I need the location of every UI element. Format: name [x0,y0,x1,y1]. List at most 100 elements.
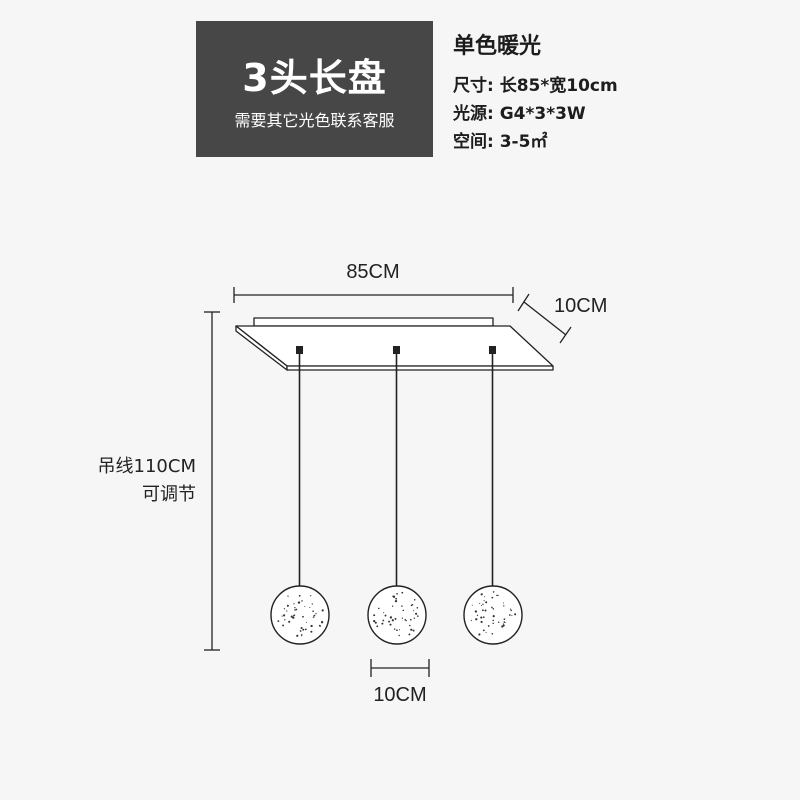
speckle-dot [374,621,377,624]
speckle-dot [283,614,286,617]
globe-dimension [370,659,430,677]
speckle-dot [474,610,478,613]
speckle-dot [286,610,288,612]
globe-speckle-texture [277,591,517,637]
depth-dimension [517,293,572,344]
speckle-dot [304,628,307,631]
speckle-dot [282,624,285,627]
speckle-dot [394,617,396,620]
speckle-dot [484,609,487,612]
canopy-plate [235,317,554,371]
cable-length-label: 吊线110CM [98,456,196,477]
speckle-dot [401,605,403,607]
speckle-dot [480,616,483,619]
speckle-dot [413,617,415,619]
speckle-dot [405,620,407,622]
cable-length-dimension [204,311,220,651]
speckle-dot [393,628,396,630]
speckle-dot [483,600,485,602]
speckle-dot [388,620,391,623]
product-title: 3头长盘 [242,56,387,100]
speckle-dot [401,591,404,594]
speckle-dot [478,633,481,636]
pendant-left [270,346,330,645]
speckle-dot [497,594,499,597]
cable-connector [489,346,496,354]
speckle-dot [409,624,411,627]
speckle-dot [295,608,298,611]
speckle-dot [510,608,512,610]
speckle-dot [482,629,485,632]
speckle-dot [412,629,415,632]
speckle-dot [309,606,311,609]
speckle-dot [391,619,394,622]
speckle-dot [480,620,483,624]
speckle-dot [283,608,286,610]
speckle-dot [398,629,401,631]
glass-globe [463,585,523,645]
speckle-dot [471,604,473,606]
pendant-right [463,346,523,645]
speckle-dot [312,616,315,618]
width-dimension [233,287,514,303]
speckle-dot [475,618,478,621]
product-subtitle: 需要其它光色联系客服 [234,111,395,130]
speckle-dot [413,599,416,601]
speckle-dot [501,625,504,628]
speckle-dot [480,593,483,596]
spec-heading: 单色暖光 [453,34,542,59]
speckle-dot [373,614,376,617]
speckle-dot [315,612,317,615]
speckle-dot [401,617,404,619]
speckle-dot [496,594,498,597]
speckle-dot [389,616,393,619]
speckle-dot [410,628,413,631]
speckle-dot [383,612,385,614]
speckle-dot [416,615,419,617]
speckle-dot [290,615,293,618]
speckle-dot [302,628,305,631]
speckle-dot [394,599,398,603]
speckle-dot [294,607,296,609]
speckle-dot [392,595,396,598]
globe-diameter-label: 10CM [373,684,426,706]
speckle-dot [396,592,398,595]
width-label: 85CM [346,261,399,283]
speckle-dot [491,596,494,599]
speckle-dot [481,609,484,612]
speckle-dot [395,597,397,600]
speckle-dot [294,609,296,611]
speckle-dot [286,604,289,607]
speckle-dot [304,605,306,607]
speckle-dot [411,604,414,606]
speckle-dot [301,600,303,602]
speckle-dot [510,609,512,612]
speckle-dot [297,601,301,604]
speckle-dot [413,610,415,612]
speckle-dot [503,605,505,607]
pendant-middle [367,346,427,645]
cable-connector [296,346,303,354]
speckle-dot [305,621,307,623]
spec-panel: 单色暖光 尺寸: 长85*宽10cm 光源: G4*3*3W 空间: 3-5㎡ [453,28,618,156]
speckle-dot [502,623,504,625]
speckle-dot [492,622,494,625]
speckle-dot [508,614,511,616]
depth-label: 10CM [554,295,607,317]
speckle-dot [484,596,486,598]
speckle-dot [381,622,384,625]
speckle-dot [287,595,289,597]
speckle-dot [485,601,488,604]
cable-connector [393,346,400,354]
speckle-dot [300,626,303,630]
speckle-dot [391,605,394,607]
speckle-dot [476,614,479,616]
speckle-dot [301,633,303,636]
speckle-dot [491,633,494,635]
speckle-dot [281,615,283,617]
speckle-dot [293,603,295,605]
speckle-dot [288,620,291,623]
speckle-dot [311,603,313,605]
speckle-dot [416,607,419,609]
